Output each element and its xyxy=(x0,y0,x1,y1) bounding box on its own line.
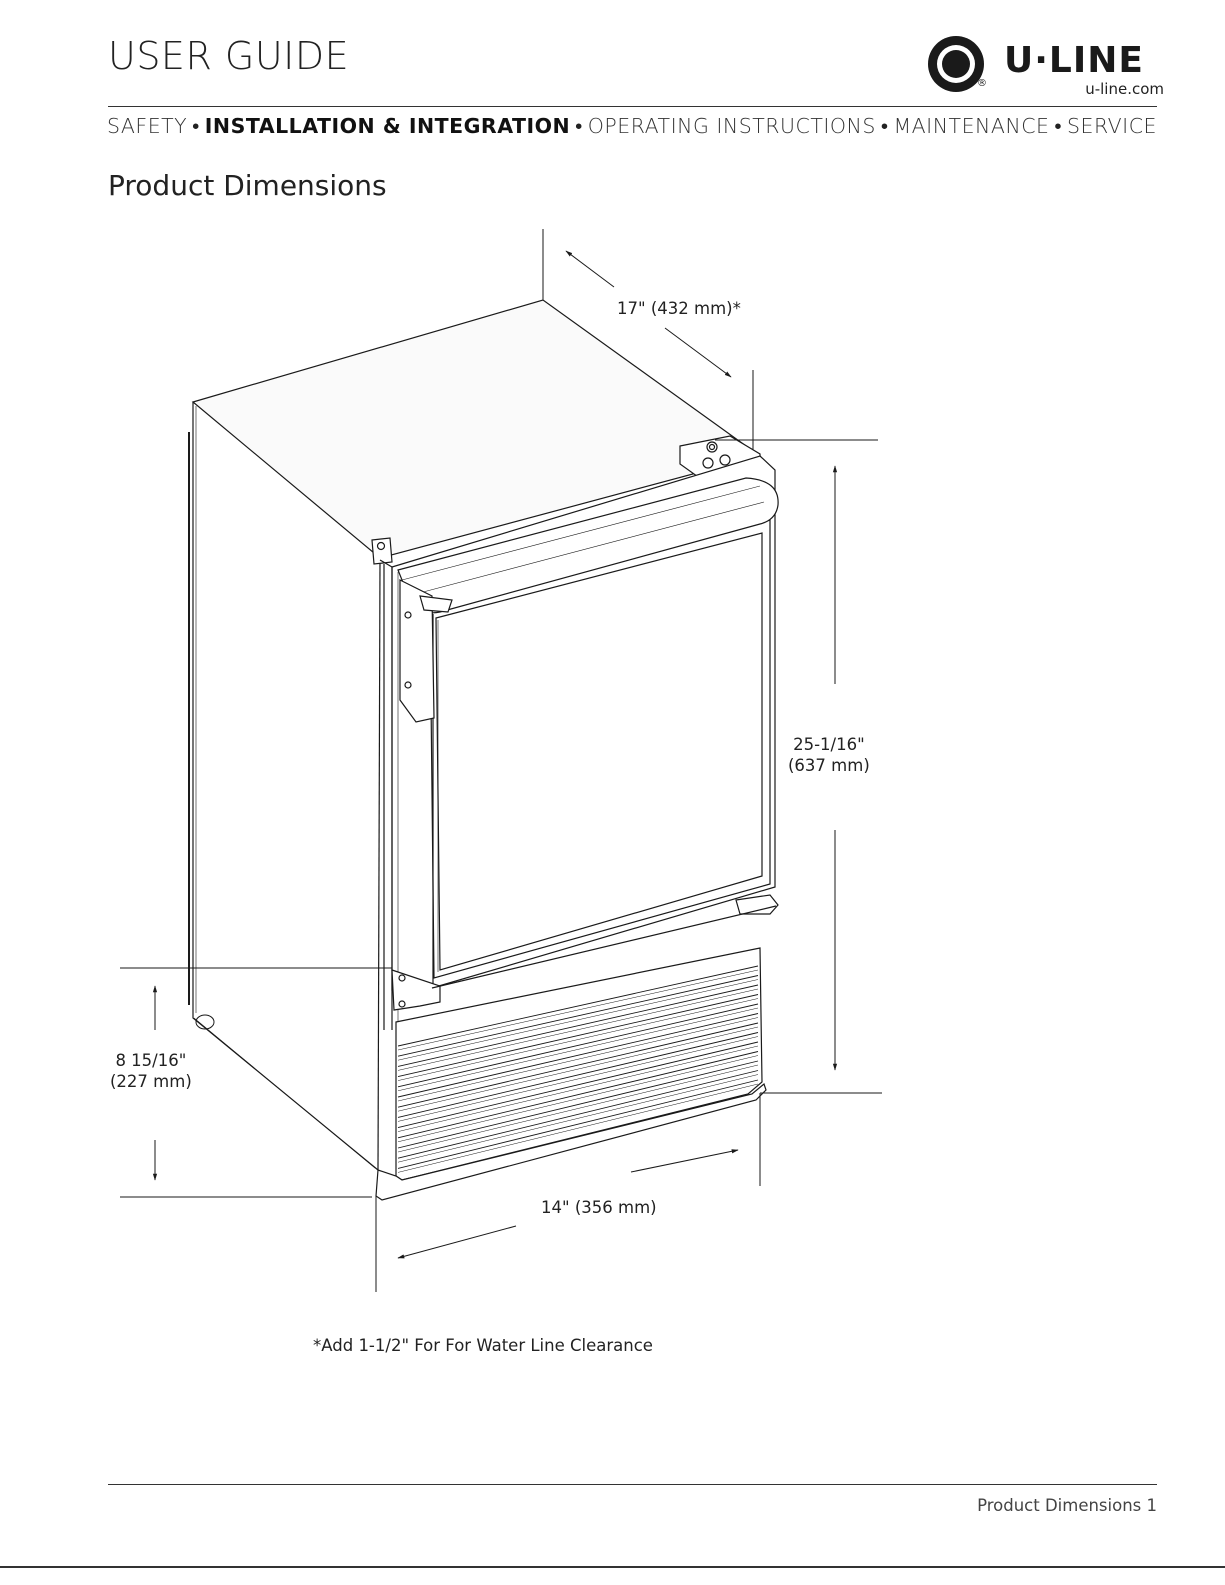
height-dimension-inches: 25-1/16" xyxy=(788,734,870,755)
height-dimension-mm: (637 mm) xyxy=(788,755,870,776)
grille-dimension-label: 8 15/16" (227 mm) xyxy=(110,1050,192,1092)
grille-dimension-mm: (227 mm) xyxy=(110,1071,192,1092)
page-footer-label: Product Dimensions 1 xyxy=(977,1496,1157,1515)
footer-divider xyxy=(108,1484,1157,1485)
footnote: *Add 1-1/2" For For Water Line Clearance xyxy=(313,1336,653,1355)
width-dimension-label: 14" (356 mm) xyxy=(541,1197,657,1218)
height-dimension-label: 25-1/16" (637 mm) xyxy=(788,734,870,776)
grille-dimension-inches: 8 15/16" xyxy=(110,1050,192,1071)
depth-dimension-label: 17" (432 mm)* xyxy=(617,298,741,319)
page-bottom-rule xyxy=(0,1566,1225,1568)
